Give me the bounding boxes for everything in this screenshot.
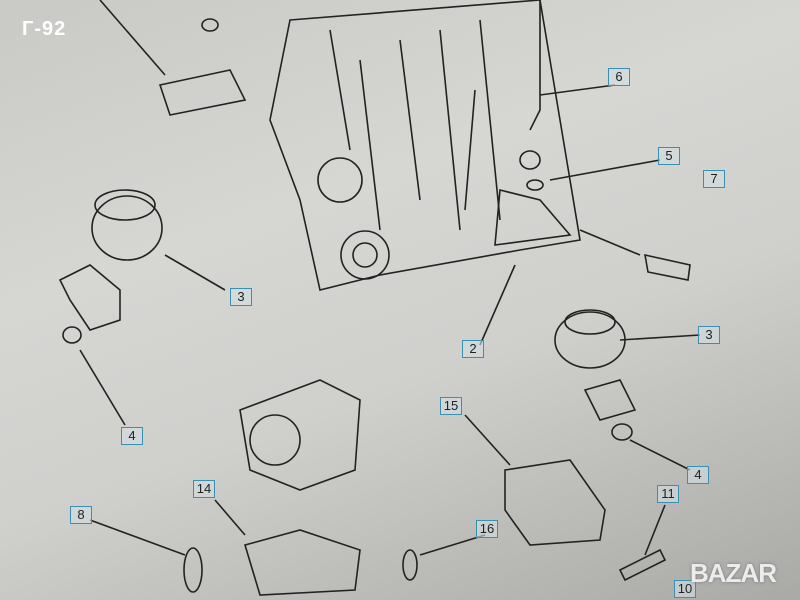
callout-2: 2 bbox=[462, 340, 484, 358]
left-mount-drawing bbox=[58, 0, 247, 426]
callout-3-right: 3 bbox=[698, 326, 720, 344]
callout-8: 8 bbox=[70, 506, 92, 524]
callout-11: 11 bbox=[657, 485, 679, 503]
callout-7: 7 bbox=[703, 170, 725, 188]
right-mount-drawing bbox=[479, 84, 701, 471]
bazar-logo: BAZAR bbox=[690, 558, 777, 588]
callout-4: 4 bbox=[121, 427, 143, 445]
lower-mount-drawing bbox=[89, 379, 667, 596]
callout-6: 6 bbox=[608, 68, 630, 86]
callout-15: 15 bbox=[440, 397, 462, 415]
callout-4-right: 4 bbox=[687, 466, 709, 484]
callout-3: 3 bbox=[230, 288, 252, 306]
callout-5: 5 bbox=[658, 147, 680, 165]
watermark: Г-92 bbox=[22, 18, 67, 40]
engine-block-drawing bbox=[269, 0, 581, 291]
callout-10: 10 bbox=[674, 580, 696, 598]
callout-16: 16 bbox=[476, 520, 498, 538]
callout-14: 14 bbox=[193, 480, 215, 498]
